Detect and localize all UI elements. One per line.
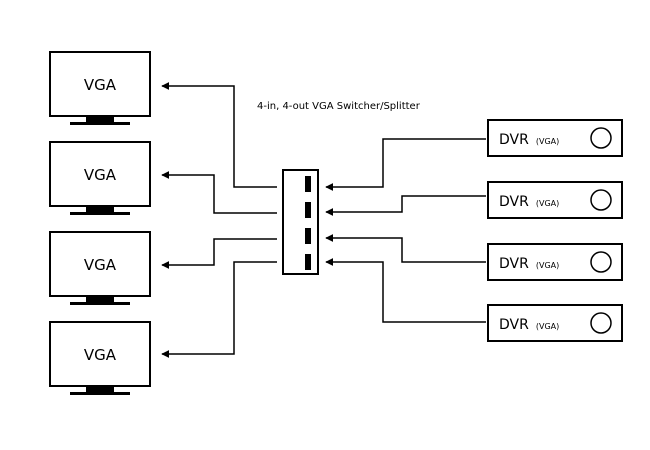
monitor-2-neck bbox=[86, 206, 114, 212]
monitor-3: VGA bbox=[49, 231, 151, 305]
monitor-4-screen bbox=[49, 321, 151, 387]
switcher-body bbox=[282, 169, 319, 275]
output-line-4 bbox=[161, 261, 277, 358]
output-line-2 bbox=[161, 171, 277, 214]
monitor-3-neck bbox=[86, 296, 114, 302]
output-line-3 bbox=[161, 238, 277, 269]
monitor-1: VGA bbox=[49, 51, 151, 125]
dvr-1-label: DVR(VGA) bbox=[499, 132, 559, 148]
monitor-1-label: VGA bbox=[84, 76, 117, 94]
output-line-1 bbox=[161, 82, 277, 188]
dvr-3-body bbox=[487, 243, 623, 281]
dvr-1: DVR(VGA) bbox=[487, 119, 623, 157]
dvr-2-label: DVR(VGA) bbox=[499, 194, 559, 210]
monitor-4-neck bbox=[86, 386, 114, 392]
monitor-3-base bbox=[70, 302, 130, 305]
dvr-4: DVR(VGA) bbox=[487, 304, 623, 342]
monitor-4: VGA bbox=[49, 321, 151, 395]
dvr-3-knob-icon bbox=[590, 251, 612, 273]
monitor-4-label: VGA bbox=[84, 346, 117, 364]
dvr-1-body bbox=[487, 119, 623, 157]
dvr-1-knob-icon bbox=[590, 127, 612, 149]
input-line-2 bbox=[325, 195, 486, 216]
dvr-2: DVR(VGA) bbox=[487, 181, 623, 219]
dvr-4-body bbox=[487, 304, 623, 342]
diagram-title: 4-in, 4-out VGA Switcher/Splitter bbox=[257, 101, 421, 112]
switcher-port-1 bbox=[305, 176, 311, 192]
switcher-port-3 bbox=[305, 228, 311, 244]
input-line-4 bbox=[325, 258, 486, 323]
monitor-2-base bbox=[70, 212, 130, 215]
dvr-3-label: DVR(VGA) bbox=[499, 256, 559, 272]
dvr-4-knob-icon bbox=[590, 312, 612, 334]
dvr-2-knob-icon bbox=[590, 189, 612, 211]
switcher-port-4 bbox=[305, 254, 311, 270]
input-line-1 bbox=[325, 138, 486, 191]
monitor-1-neck bbox=[86, 116, 114, 122]
monitor-3-label: VGA bbox=[84, 256, 117, 274]
monitor-4-base bbox=[70, 392, 130, 395]
dvr-2-body bbox=[487, 181, 623, 219]
monitor-1-screen bbox=[49, 51, 151, 117]
dvr-3: DVR(VGA) bbox=[487, 243, 623, 281]
switcher-splitter bbox=[282, 169, 319, 275]
monitor-2-screen bbox=[49, 141, 151, 207]
monitor-2: VGA bbox=[49, 141, 151, 215]
dvr-4-label: DVR(VGA) bbox=[499, 317, 559, 333]
monitor-1-base bbox=[70, 122, 130, 125]
switcher-port-2 bbox=[305, 202, 311, 218]
input-line-3 bbox=[325, 234, 486, 263]
monitor-2-label: VGA bbox=[84, 166, 117, 184]
